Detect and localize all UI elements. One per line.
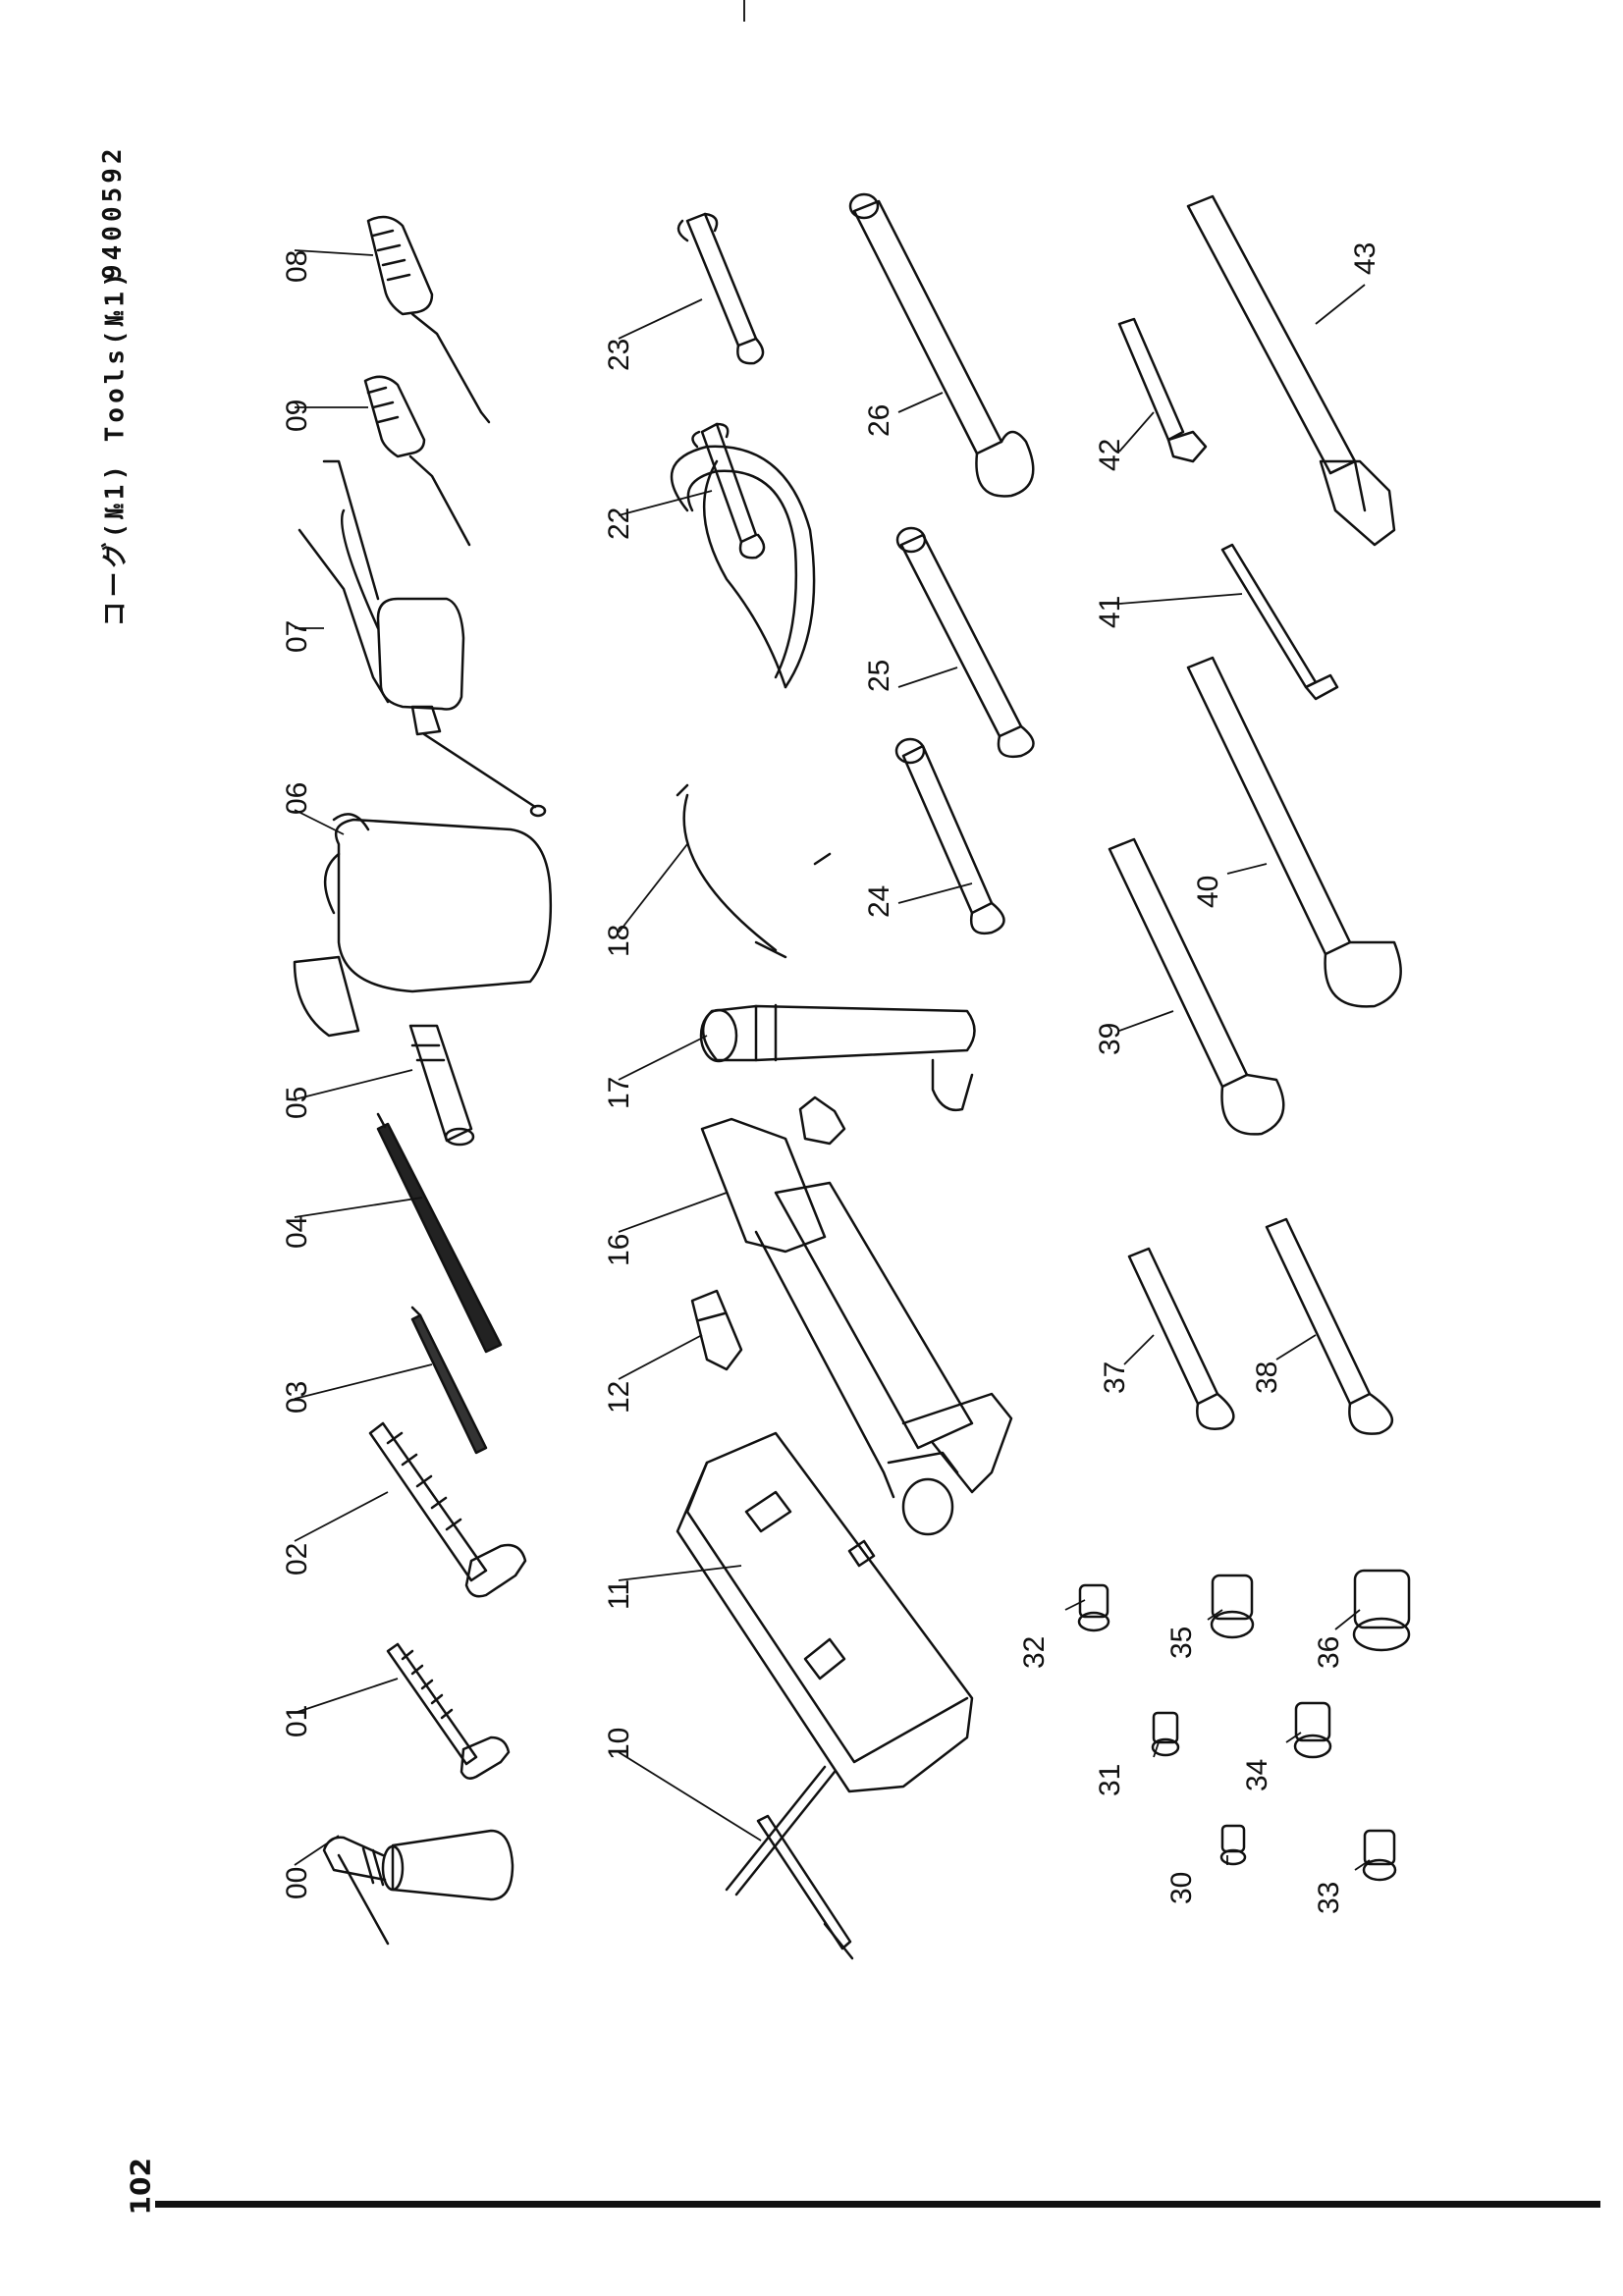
ball-peen-hammer-small-icon bbox=[386, 1642, 511, 1780]
socket-icon-33 bbox=[1362, 1829, 1397, 1882]
wrench-icon-37 bbox=[1127, 1247, 1235, 1430]
socket-large-icon-36 bbox=[1352, 1569, 1411, 1652]
adjustable-wrench-large-icon bbox=[1186, 194, 1396, 547]
wrench-large-icon-39 bbox=[1108, 837, 1285, 1136]
part-label: 43 bbox=[1349, 242, 1381, 275]
part-label: 07 bbox=[281, 620, 313, 653]
file-small-icon bbox=[410, 1306, 488, 1455]
file-large-icon bbox=[376, 1112, 503, 1354]
part-label: 02 bbox=[281, 1543, 313, 1575]
grease-gun-icon bbox=[322, 1829, 514, 1946]
part-label: 37 bbox=[1099, 1362, 1131, 1394]
wrench-large-icon-26 bbox=[848, 192, 1035, 498]
socket-icon-34 bbox=[1293, 1701, 1332, 1759]
part-label: 18 bbox=[603, 925, 635, 957]
wrench-large-icon-40 bbox=[1186, 656, 1402, 1008]
wrench-small-icon-22 bbox=[691, 422, 766, 560]
tool-box-icon bbox=[676, 1431, 974, 1793]
clip-icon bbox=[690, 1289, 743, 1371]
socket-icon-35 bbox=[1210, 1574, 1255, 1639]
part-label: 17 bbox=[603, 1077, 635, 1109]
part-label: 09 bbox=[281, 400, 313, 432]
screwdriver-large-icon bbox=[366, 215, 491, 424]
adjustable-wrench-small-icon bbox=[1117, 317, 1208, 463]
screwdriver-small-icon bbox=[363, 375, 471, 547]
socket-icon-31 bbox=[1151, 1711, 1180, 1757]
part-label: 31 bbox=[1094, 1764, 1126, 1796]
wrench-small-icon-23 bbox=[676, 212, 765, 365]
part-label: 24 bbox=[863, 885, 895, 918]
wrench-icon-25 bbox=[895, 526, 1035, 759]
part-label: 30 bbox=[1165, 1872, 1198, 1904]
part-label: 26 bbox=[863, 404, 895, 437]
t-handle-icon bbox=[725, 1765, 854, 1960]
socket-icon-30 bbox=[1219, 1824, 1247, 1866]
part-label: 35 bbox=[1165, 1627, 1198, 1659]
part-label: 04 bbox=[281, 1216, 313, 1249]
part-label: 10 bbox=[603, 1728, 635, 1760]
wrench-icon-24 bbox=[894, 737, 1005, 935]
wrench-icon-38 bbox=[1265, 1217, 1394, 1435]
jack-cylinder-icon bbox=[699, 1003, 976, 1112]
part-label: 00 bbox=[281, 1867, 313, 1899]
part-label: 03 bbox=[281, 1381, 313, 1414]
adapter-icon bbox=[408, 1024, 475, 1147]
part-label: 01 bbox=[281, 1705, 313, 1737]
oil-jug-icon bbox=[293, 813, 553, 1038]
part-label: 23 bbox=[603, 339, 635, 371]
part-label: 36 bbox=[1313, 1636, 1345, 1669]
leader-lines bbox=[294, 249, 1371, 1871]
part-label: 32 bbox=[1018, 1636, 1051, 1669]
part-label: 06 bbox=[281, 782, 313, 815]
part-label: 16 bbox=[603, 1234, 635, 1266]
part-label: 42 bbox=[1094, 439, 1126, 471]
part-label: 34 bbox=[1241, 1759, 1273, 1791]
part-label: 41 bbox=[1094, 596, 1126, 628]
part-label: 39 bbox=[1094, 1023, 1126, 1055]
socket-icon-32 bbox=[1077, 1583, 1110, 1632]
part-label: 25 bbox=[863, 660, 895, 692]
part-label: 38 bbox=[1251, 1362, 1283, 1394]
hex-key-icon bbox=[1220, 543, 1339, 701]
hydraulic-jack-icon bbox=[700, 1095, 1013, 1536]
part-labels: 00 01 02 03 04 05 06 07 08 09 10 11 12 1… bbox=[281, 242, 1381, 1914]
grease-pump-icon bbox=[298, 459, 547, 818]
part-label: 11 bbox=[603, 1579, 635, 1610]
part-label: 05 bbox=[281, 1087, 313, 1119]
crop-mark bbox=[743, 0, 745, 22]
part-label: 33 bbox=[1313, 1882, 1345, 1914]
ball-peen-hammer-icon bbox=[368, 1421, 527, 1598]
part-label: 22 bbox=[603, 507, 635, 540]
bottom-rule bbox=[155, 2201, 1600, 2208]
part-label: 12 bbox=[603, 1381, 635, 1414]
part-label: 40 bbox=[1192, 876, 1224, 908]
part-label: 08 bbox=[281, 250, 313, 283]
